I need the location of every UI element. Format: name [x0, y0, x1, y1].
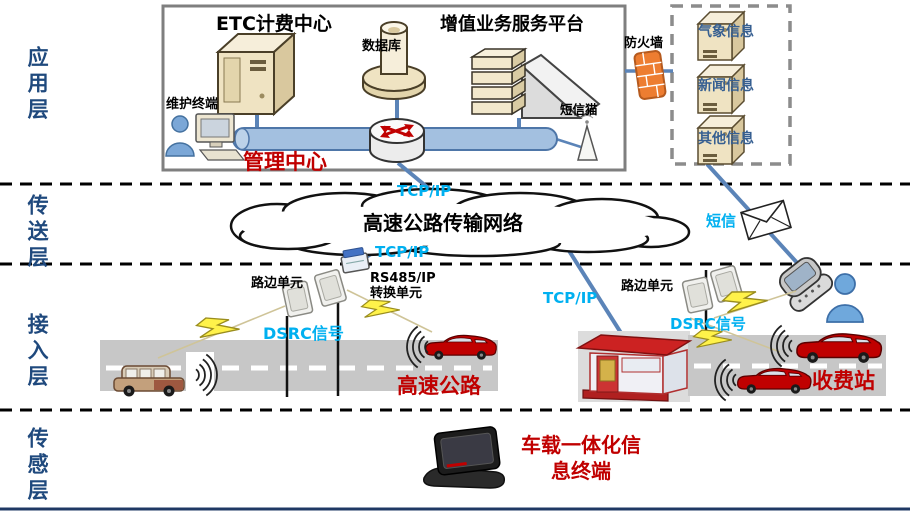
firewall-icon: [633, 50, 667, 100]
vehicle-terminal-label-line1: 车载一体化信: [521, 433, 641, 457]
converter-label-line1: RS485/IP: [370, 271, 436, 286]
sms-modem-label: 短信猫: [560, 102, 598, 117]
roadside-unit-label-left: 路边单元: [251, 276, 304, 291]
sms-label: 短信: [706, 212, 737, 230]
sms-modem-icon: [577, 115, 599, 161]
maintenance-label: 维护终端: [166, 97, 219, 112]
management-center-label: 管理中心: [243, 150, 327, 174]
layer-separators: [0, 182, 910, 511]
layer-label-transport: 传送层: [25, 194, 50, 272]
network-cloud: [229, 187, 691, 258]
maintenance-terminal-icon: [165, 113, 246, 161]
layer-label-access: 接入层: [25, 313, 50, 391]
database-label: 数据库: [362, 39, 402, 54]
database-icon: [362, 21, 426, 100]
etc-center-title: ETC计费中心: [216, 13, 332, 35]
vehicle-terminal-icon: [422, 426, 506, 489]
layer-label-application: 应用层: [25, 46, 50, 124]
car-hatchback-icon: [113, 365, 185, 397]
toll-station-label: 收费站: [812, 369, 875, 393]
roadside-unit-icon: [313, 268, 348, 308]
highway-label: 高速公路: [397, 374, 481, 398]
vehicle-terminal-label-line2: 息终端: [551, 459, 611, 483]
info-service-other: 其他信息: [698, 131, 754, 147]
vehicle-terminal-label: 车载一体化信 息终端: [505, 432, 657, 484]
envelope-icon: [740, 199, 792, 241]
converter-label-line2: 转换单元: [370, 285, 423, 301]
roadside-unit-label-right: 路边单元: [621, 279, 674, 294]
platform-server-icon: [469, 47, 601, 120]
info-service-weather: 气象信息: [698, 24, 754, 40]
roadside-unit-icon: [681, 276, 714, 315]
toll-booth-icon: [575, 334, 693, 402]
mobile-phone-icon: [779, 257, 834, 312]
platform-title: 增值业务服务平台: [440, 14, 584, 35]
converter-icon: [340, 247, 370, 274]
user-person-icon: [826, 273, 864, 323]
etc-server-icon: [215, 31, 297, 117]
dsrc-label-right: DSRC信号: [670, 315, 746, 333]
firewall-label: 防火墙: [624, 36, 664, 51]
tcpip-label-top: TCP/IP: [397, 182, 452, 200]
cloud-label: 高速公路传输网络: [363, 211, 523, 235]
info-service-news: 新闻信息: [698, 78, 754, 94]
converter-label: RS485/IP 转换单元: [370, 271, 436, 302]
dsrc-label-left: DSRC信号: [263, 324, 344, 343]
tcpip-label-right: TCP/IP: [543, 289, 598, 307]
router-icon: [369, 118, 425, 163]
tcpip-label-mid: TCP/IP: [375, 243, 430, 261]
layer-label-sensing: 传感层: [25, 427, 50, 505]
